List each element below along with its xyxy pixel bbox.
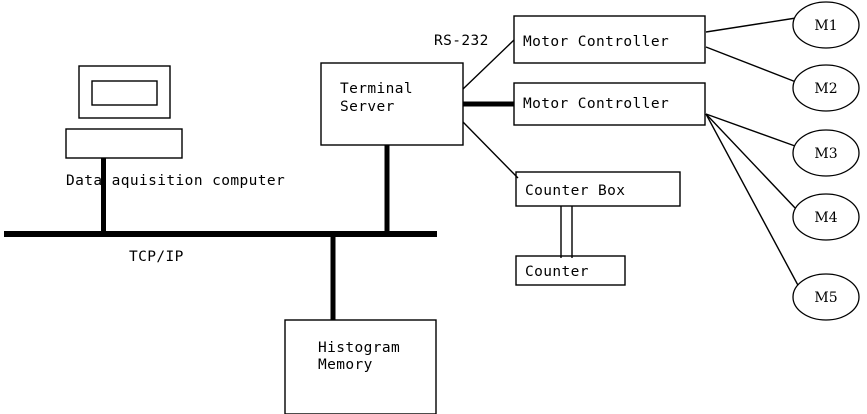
- link-motor-controller-1-to-m1: [705, 17, 797, 33]
- link-motor-controller-2-to-m5: [705, 113, 801, 290]
- motor-m5-ellipse: [792, 273, 860, 321]
- motor-m4-label: M4: [814, 210, 837, 226]
- link-motor-controller-2-to-m4: [705, 113, 798, 211]
- counter-box-label: Counter Box: [525, 183, 625, 199]
- motor-m2-ellipse: [792, 64, 860, 112]
- terminal-server-label-line2: Server: [340, 99, 395, 115]
- link-terminal-server-to-motor-controller-1: [462, 39, 515, 90]
- motor-controller-1-label: Motor Controller: [523, 34, 669, 50]
- motor-m5-label: M5: [814, 290, 837, 306]
- motor-m3-ellipse: [792, 129, 860, 177]
- histogram-memory-label-line2: Memory: [318, 357, 373, 373]
- motor-controller-1-box: [513, 15, 706, 64]
- link-terminal-server-to-counter-box: [462, 121, 519, 179]
- tcpip-bus-label: TCP/IP: [129, 249, 184, 265]
- terminal-server-box: [320, 62, 464, 146]
- motor-controller-2-label: Motor Controller: [523, 96, 669, 112]
- monitor-screen: [91, 80, 158, 106]
- histogram-memory-label-line1: Histogram: [318, 340, 400, 356]
- link-motor-controller-1-to-m2: [705, 46, 797, 83]
- motor-m3-label: M3: [814, 146, 837, 162]
- histogram-memory-box: [284, 319, 437, 414]
- terminal-server-label-line1: Terminal: [340, 81, 413, 97]
- motor-m4-ellipse: [792, 193, 860, 241]
- motor-m1-label: M1: [814, 18, 837, 34]
- motor-m1-ellipse: [792, 1, 860, 49]
- counter-label: Counter: [525, 264, 589, 280]
- rs232-link-label: RS-232: [434, 33, 489, 49]
- counter-box: [515, 255, 626, 286]
- computer-base: [65, 128, 183, 159]
- motor-m2-label: M2: [814, 81, 837, 97]
- counter-box-box: [515, 171, 681, 207]
- workstation-label: Data aquisition computer: [66, 173, 285, 189]
- link-motor-controller-2-to-m3: [705, 113, 796, 147]
